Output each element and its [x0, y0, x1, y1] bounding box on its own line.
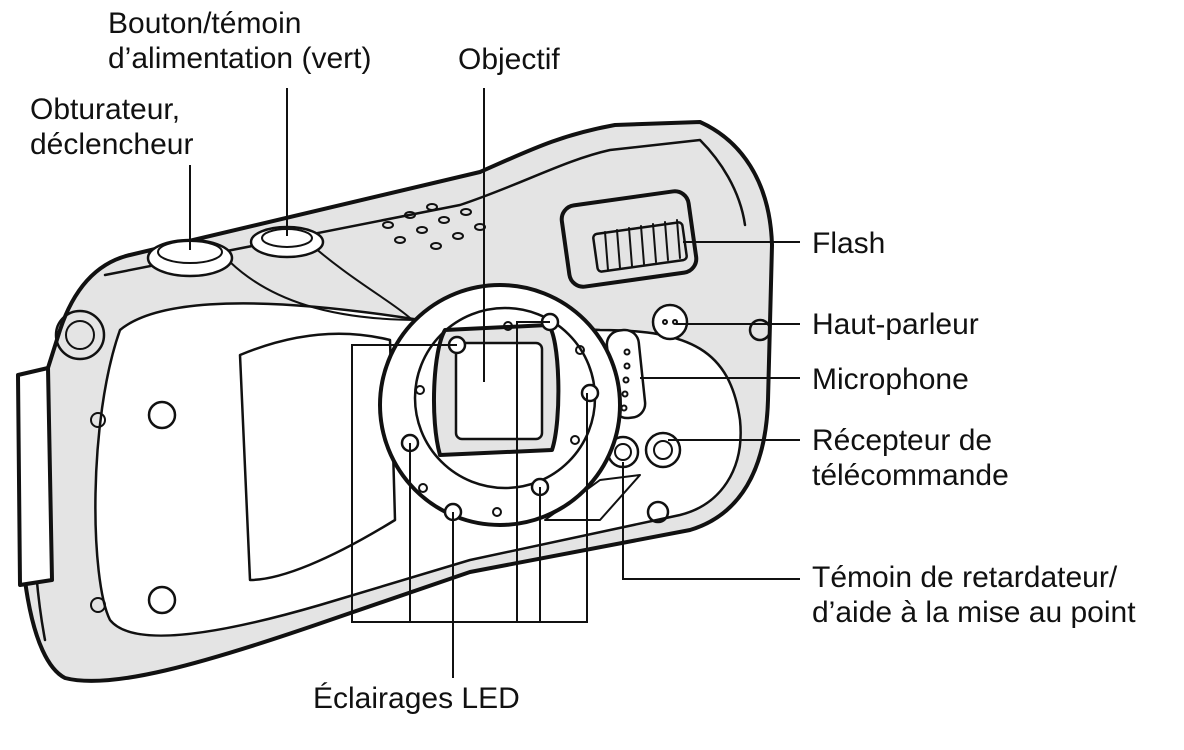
label-remote-line1: Récepteur de — [812, 423, 1009, 458]
label-power: Bouton/témoin d’alimentation (vert) — [108, 6, 371, 76]
label-led: Éclairages LED — [313, 681, 520, 716]
lens-glass — [456, 343, 542, 439]
label-remote-line2: télécommande — [812, 458, 1009, 493]
label-remote: Récepteur de télécommande — [812, 423, 1009, 493]
label-speaker-text: Haut-parleur — [812, 308, 979, 341]
speaker-grille — [653, 305, 687, 339]
label-shutter-line1: Obturateur, — [30, 92, 193, 127]
label-power-line1: Bouton/témoin — [108, 6, 371, 41]
label-flash-text: Flash — [812, 227, 885, 260]
label-led-text: Éclairages LED — [313, 682, 520, 715]
label-selftimer: Témoin de retardateur/ d’aide à la mise … — [812, 560, 1136, 630]
strap-lug — [18, 368, 52, 585]
label-shutter-line2: déclencheur — [30, 127, 193, 162]
remote-receiver — [646, 433, 680, 467]
label-selftimer-line2: d’aide à la mise au point — [812, 595, 1136, 630]
label-lens: Objectif — [458, 42, 560, 77]
label-power-line2: d’alimentation (vert) — [108, 41, 371, 76]
label-speaker: Haut-parleur — [812, 307, 979, 342]
label-lens-text: Objectif — [458, 43, 560, 76]
label-microphone-text: Microphone — [812, 363, 969, 396]
label-shutter: Obturateur, déclencheur — [30, 92, 193, 162]
label-selftimer-line1: Témoin de retardateur/ — [812, 560, 1136, 595]
label-microphone: Microphone — [812, 362, 969, 397]
label-flash: Flash — [812, 226, 885, 261]
